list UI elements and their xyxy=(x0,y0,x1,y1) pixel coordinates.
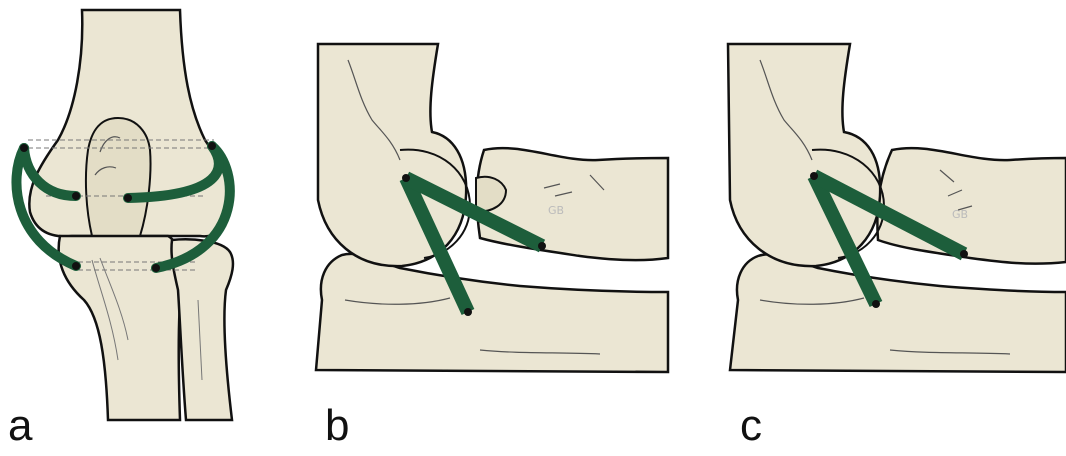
panel-label-a: a xyxy=(8,404,32,448)
trochlea xyxy=(86,118,151,236)
panel-label-b: b xyxy=(325,404,349,448)
panel-a-illustration xyxy=(16,10,233,420)
humerus-lateral-b xyxy=(318,44,466,266)
ulna-lateral-b xyxy=(316,254,668,372)
ulna-lateral-c xyxy=(730,254,1066,372)
radius-head-b xyxy=(477,148,668,260)
panel-b-illustration: GB xyxy=(316,44,668,372)
svg-text:GB: GB xyxy=(548,204,564,217)
humerus-lateral-c xyxy=(728,44,880,266)
panel-label-c: c xyxy=(740,404,762,448)
svg-text:GB: GB xyxy=(952,208,968,221)
radius-anterior xyxy=(171,239,233,420)
panel-c-illustration: GB xyxy=(728,44,1066,372)
